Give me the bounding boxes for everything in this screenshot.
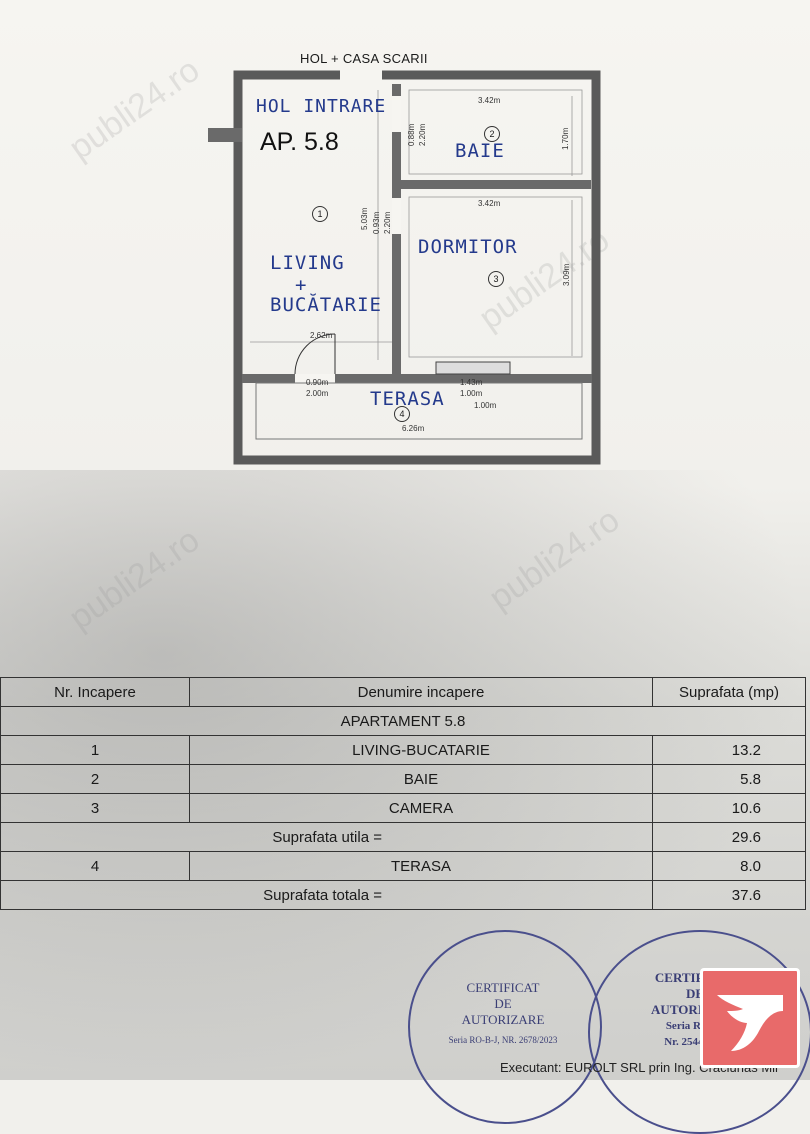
table-header-row: Nr. Incapere Denumire incapere Suprafata… xyxy=(0,677,806,707)
room-number: 2 xyxy=(484,126,500,142)
cell-name: BAIE xyxy=(189,764,653,794)
table-row: 2 BAIE 5.8 xyxy=(0,764,806,794)
room-number: 3 xyxy=(488,271,504,287)
cell-nr: 2 xyxy=(0,764,190,794)
col-header: Suprafata (mp) xyxy=(652,677,806,707)
bath-door xyxy=(392,96,401,132)
bird-icon xyxy=(717,995,783,1051)
cell-nr: 3 xyxy=(0,793,190,823)
handwritten-label: TERASA xyxy=(370,388,445,410)
room-number: 4 xyxy=(394,406,410,422)
subtotal-label: Suprafata utila = xyxy=(0,822,653,852)
handwritten-label: LIVING xyxy=(270,252,345,274)
dimension: 1.43m xyxy=(460,378,483,387)
cell-area: 8.0 xyxy=(652,851,806,881)
floor-plan xyxy=(208,70,601,465)
dimension: 2.00m xyxy=(306,389,329,398)
subtotal-value: 29.6 xyxy=(652,822,806,852)
handwritten-label: DORMITOR xyxy=(418,236,518,258)
cell-name: LIVING-BUCATARIE xyxy=(189,735,653,765)
dimension: 1.00m xyxy=(474,401,497,410)
dimension: 6.26m xyxy=(402,424,425,433)
cell-name: TERASA xyxy=(189,851,653,881)
table-row: 4 TERASA 8.0 xyxy=(0,851,806,881)
stamp-text: CERTIFICAT DE AUTORIZARE Seria RO-B-J, N… xyxy=(428,980,578,1048)
rooms-table: Nr. Incapere Denumire incapere Suprafata… xyxy=(0,677,806,910)
apartment-label: AP. 5.8 xyxy=(260,128,339,156)
total-label: Suprafata totala = xyxy=(0,880,653,910)
bath-outline xyxy=(408,89,583,175)
dimension: 5.03m xyxy=(360,207,369,230)
plan-title: HOL + CASA SCARII xyxy=(300,51,428,66)
col-header: Nr. Incapere xyxy=(0,677,190,707)
cell-area: 10.6 xyxy=(652,793,806,823)
dimension: 1.70m xyxy=(561,127,570,150)
stamp-line: Seria RO-B-J, NR. 2678/2023 xyxy=(448,1035,558,1045)
terrace-wall xyxy=(242,374,592,383)
dimension: 3.09m xyxy=(562,263,571,286)
group-title: APARTAMENT 5.8 xyxy=(0,706,806,736)
cell-nr: 1 xyxy=(0,735,190,765)
interior-wall xyxy=(401,180,591,189)
dimension: 2.62m xyxy=(310,331,333,340)
table-row: Suprafata totala = 37.6 xyxy=(0,880,806,910)
table-row: APARTAMENT 5.8 xyxy=(0,706,806,736)
stamp-line: AUTORIZARE xyxy=(461,1012,545,1027)
door-swing xyxy=(294,333,336,375)
brand-logo xyxy=(700,968,800,1068)
bedroom-outline xyxy=(408,196,583,358)
dimension: 2.20m xyxy=(418,123,427,146)
dimension: 3.42m xyxy=(478,96,501,105)
room-number: 1 xyxy=(312,206,328,222)
cell-area: 13.2 xyxy=(652,735,806,765)
col-header: Denumire incapere xyxy=(189,677,653,707)
dimension: 0.88m xyxy=(407,123,416,146)
handwritten-label: BUCĂTARIE xyxy=(270,294,382,316)
table-row: 1 LIVING-BUCATARIE 13.2 xyxy=(0,735,806,765)
entry-door xyxy=(340,70,382,80)
handwritten-label: HOL INTRARE xyxy=(256,96,387,117)
wall-stub xyxy=(208,128,242,142)
dimension: 0.93m xyxy=(372,211,381,234)
table-row: 3 CAMERA 10.6 xyxy=(0,793,806,823)
outer-wall xyxy=(233,70,601,465)
total-value: 37.6 xyxy=(652,880,806,910)
dimension: 1.00m xyxy=(460,389,483,398)
dimension: 3.42m xyxy=(478,199,501,208)
cell-area: 5.8 xyxy=(652,764,806,794)
terrace-door xyxy=(295,374,335,383)
cell-name: CAMERA xyxy=(189,793,653,823)
stamp-line: DE xyxy=(494,996,512,1011)
cell-nr: 4 xyxy=(0,851,190,881)
terrace-window xyxy=(435,361,511,375)
stamp-line: CERTIFICAT xyxy=(466,980,540,995)
bed-door xyxy=(392,198,401,234)
handwritten-label: BAIE xyxy=(455,140,505,162)
terrace-outline xyxy=(255,382,583,440)
table-row: Suprafata utila = 29.6 xyxy=(0,822,806,852)
dimension: 0.90m xyxy=(306,378,329,387)
stamp-line: DE xyxy=(685,986,705,1001)
dimension: 2.20m xyxy=(383,211,392,234)
handwritten-label: + xyxy=(295,274,308,296)
